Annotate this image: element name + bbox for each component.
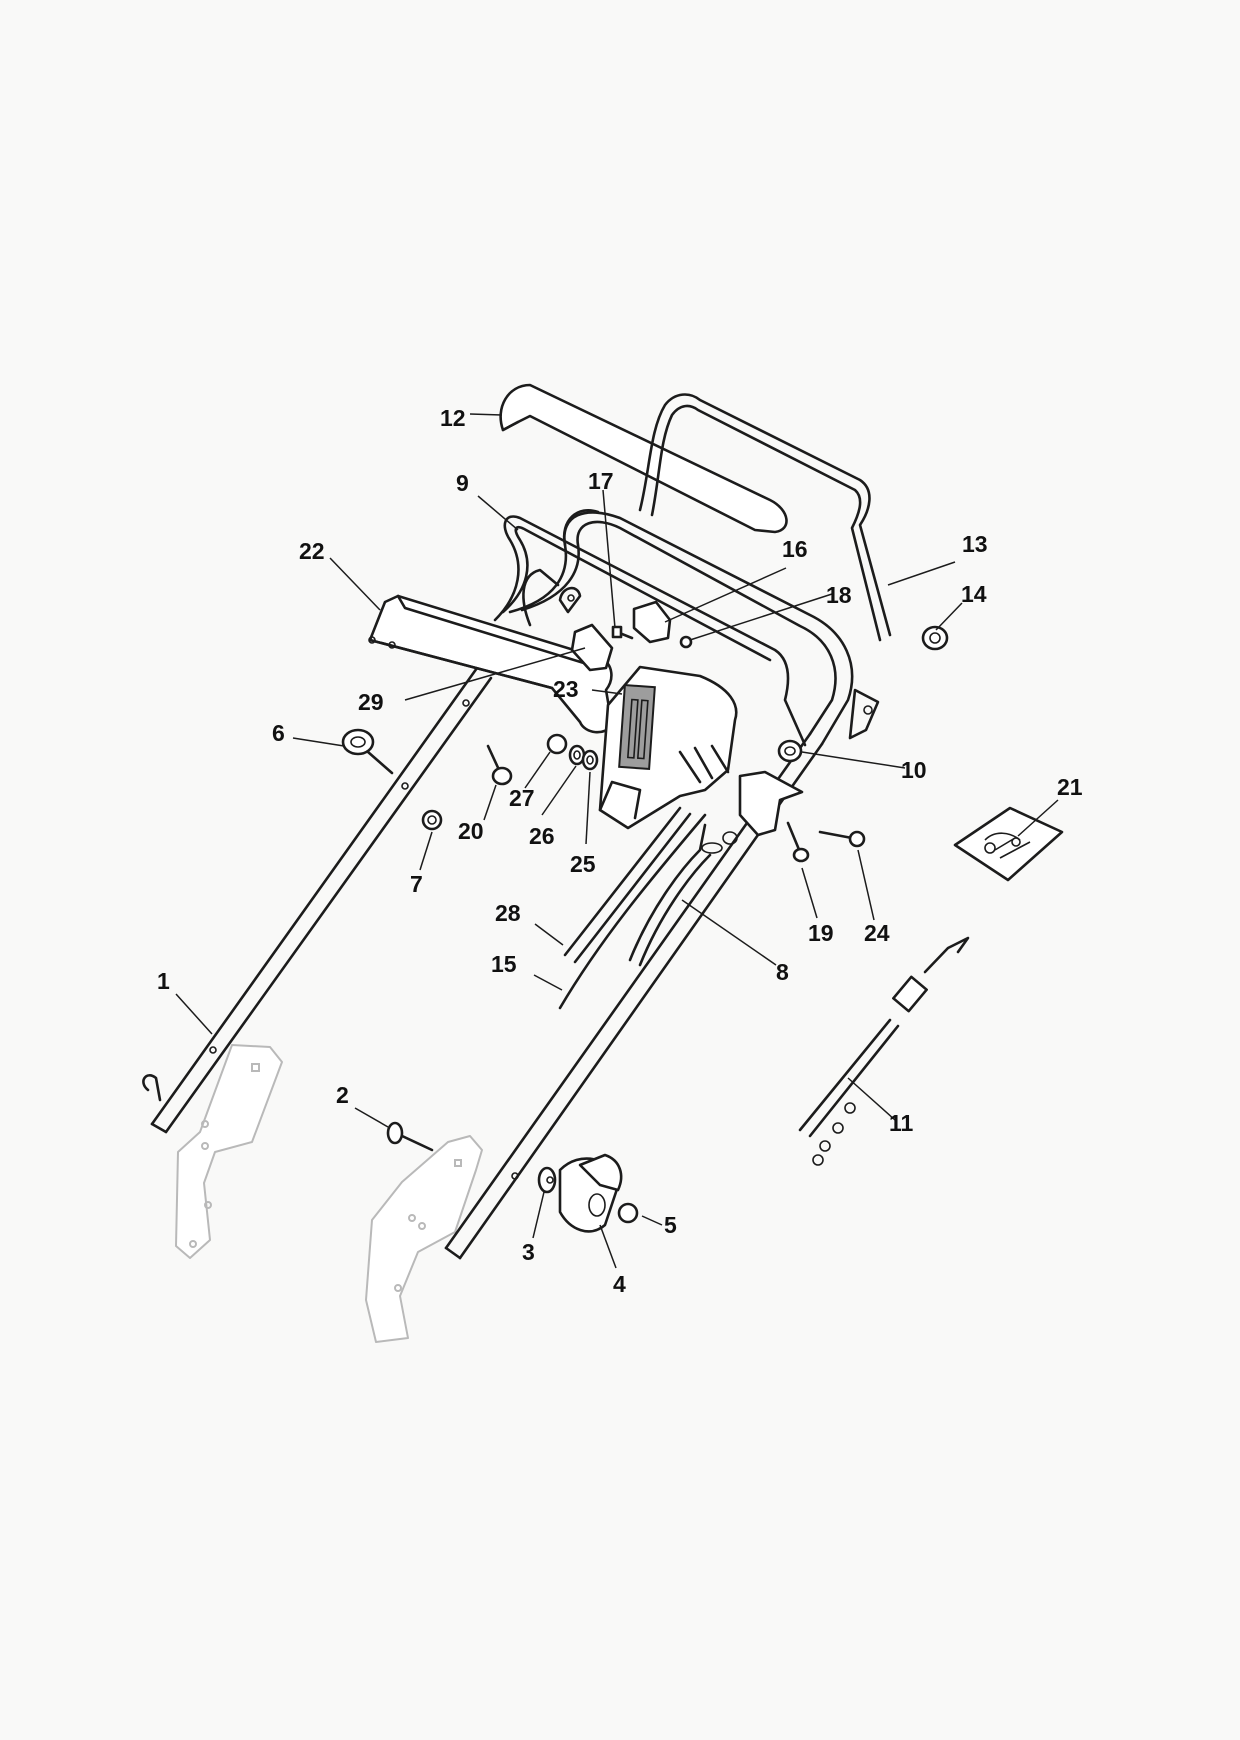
lower-handle-left xyxy=(142,666,493,1134)
cable-15 xyxy=(558,813,707,1010)
flange-nut xyxy=(777,739,803,763)
callout-7: 7 xyxy=(410,871,423,897)
throttle-cable xyxy=(798,936,970,1166)
ghost-right-bracket xyxy=(365,1135,483,1343)
hardware-bag xyxy=(953,806,1064,882)
callout-26: 26 xyxy=(529,823,555,849)
callout-17: 17 xyxy=(588,468,614,494)
callout-19: 19 xyxy=(808,920,834,946)
small-nut xyxy=(679,635,693,649)
callout-8: 8 xyxy=(776,959,789,985)
callout-13: 13 xyxy=(962,531,988,557)
callout-3: 3 xyxy=(522,1239,535,1265)
leader-lines xyxy=(175,413,1059,1269)
washer-25 xyxy=(581,749,599,771)
tapping-screw-19 xyxy=(786,821,810,863)
callout-21: 21 xyxy=(1057,774,1083,800)
upper-handle-frame xyxy=(508,509,880,746)
callout-4: 4 xyxy=(613,1271,626,1297)
callout-11: 11 xyxy=(889,1110,914,1136)
callout-23: 23 xyxy=(553,676,579,702)
lever-bracket xyxy=(678,744,804,837)
callout-28: 28 xyxy=(495,900,521,926)
callout-labels: 1 2 3 4 5 6 7 8 9 10 11 12 13 14 15 16 1… xyxy=(157,405,1083,1297)
callout-24: 24 xyxy=(864,920,890,946)
callout-12: 12 xyxy=(440,405,466,431)
callout-22: 22 xyxy=(299,538,325,564)
ghost-left-bracket xyxy=(175,1044,283,1259)
callout-25: 25 xyxy=(570,851,596,877)
callout-16: 16 xyxy=(782,536,808,562)
callout-10: 10 xyxy=(901,757,927,783)
eye-bolt xyxy=(341,728,394,775)
bolt-2 xyxy=(386,1121,434,1152)
console-body xyxy=(598,665,738,830)
cable-clip xyxy=(632,600,672,644)
bail-bar xyxy=(638,393,892,642)
callout-29: 29 xyxy=(358,689,384,715)
callout-27: 27 xyxy=(509,785,535,811)
hex-nut-left xyxy=(421,809,443,831)
hex-nut-27 xyxy=(546,733,568,755)
callout-20: 20 xyxy=(458,818,484,844)
callout-6: 6 xyxy=(272,720,285,746)
cable-8 xyxy=(628,823,738,967)
console-clip xyxy=(570,623,614,672)
callout-18: 18 xyxy=(826,582,852,608)
callout-15: 15 xyxy=(491,951,517,977)
callout-1: 1 xyxy=(157,968,170,994)
callout-5: 5 xyxy=(664,1212,677,1238)
cable-28 xyxy=(563,806,692,964)
console-top-cover xyxy=(368,594,614,734)
callout-14: 14 xyxy=(961,581,987,607)
hex-nut-5 xyxy=(617,1202,639,1224)
callout-2: 2 xyxy=(336,1082,349,1108)
adjustment-knob xyxy=(558,1153,623,1233)
callout-9: 9 xyxy=(456,470,469,496)
wire-loop xyxy=(493,515,807,747)
top-handle-grip xyxy=(499,383,788,534)
bolt-24 xyxy=(818,830,866,848)
small-screw xyxy=(611,625,634,640)
knob-nut xyxy=(921,625,949,651)
stud-3 xyxy=(537,1166,557,1194)
tapping-screw-20 xyxy=(486,744,513,786)
